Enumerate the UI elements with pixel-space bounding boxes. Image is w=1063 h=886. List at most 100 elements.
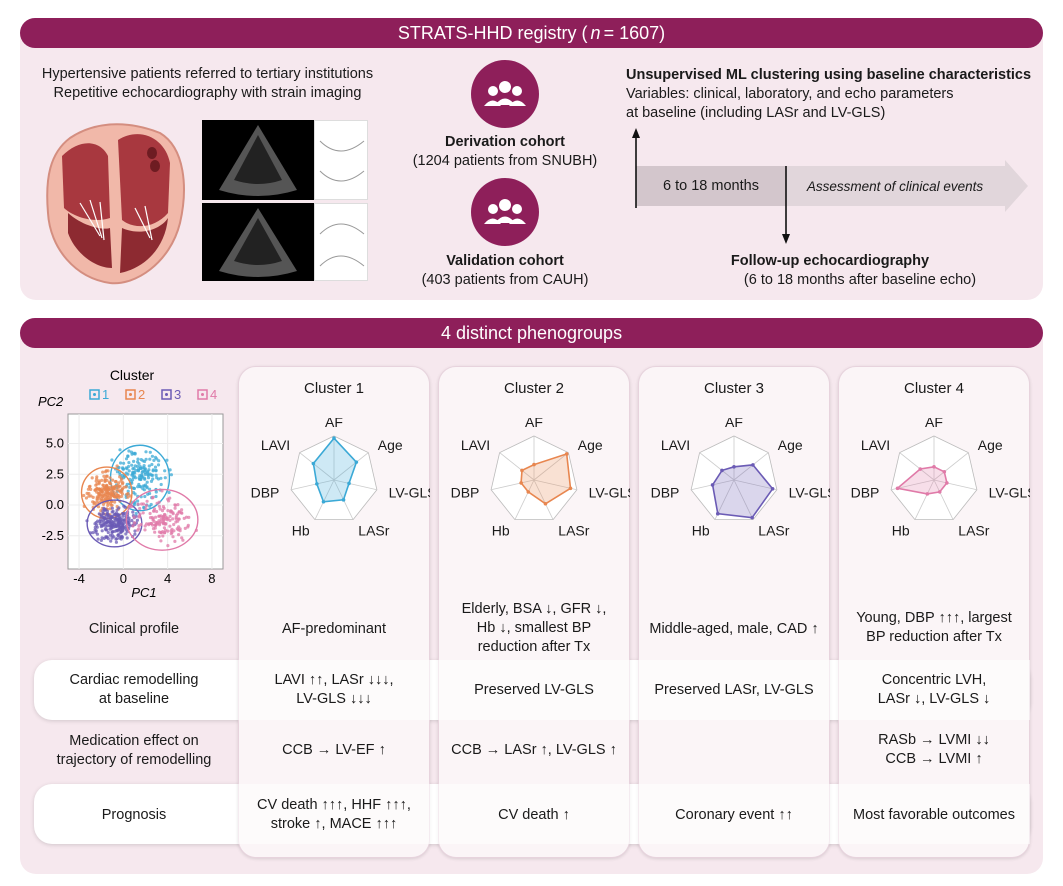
scatter-point [89,487,93,491]
cluster-4-cardiac: Concentric LVH,LASr ↓, LV-GLS ↓ [877,672,991,707]
scatter-point [151,477,155,481]
legend-label-1: 1 [102,387,109,402]
radar-data-polygon [895,465,948,495]
legend-title: Cluster [110,367,155,383]
y-tick-label: 0.0 [46,497,64,512]
scatter-point [119,537,123,541]
scatter-point [120,492,124,496]
scatter-point [154,494,158,499]
scatter-point [117,525,121,529]
scatter-point [183,526,187,530]
scatter-point [87,485,91,489]
radar-point-lavi [311,461,316,466]
scatter-point [159,476,163,480]
scatter-point [171,535,175,539]
scatter-point [106,501,110,505]
scatter-point [146,492,150,496]
scatter-point [118,518,122,523]
scatter-point [136,499,140,503]
radar-point-lavi [918,467,923,471]
legend-label-2: 2 [138,387,145,402]
scatter-point [131,490,136,495]
scatter-point [122,461,126,465]
scatter-point [173,506,177,510]
radar-data-polygon [312,436,358,503]
radar-spoke [299,452,335,481]
cluster-3-prognosis: Coronary event ↑↑ [675,806,793,823]
scatter-point [109,539,113,543]
radar-spoke [933,479,977,491]
scatter-point [137,514,141,518]
radar-spoke [499,452,535,481]
radar-point-lasr [937,490,942,494]
scatter-point [176,512,180,516]
scatter-point [91,495,95,499]
scatter-point [144,503,148,508]
scatter-point [107,480,112,484]
radar-label-hb: Hb [892,523,910,539]
echo-description: Repetitive echocardiography with strain … [53,85,362,101]
scatter-point [161,534,165,538]
scatter-point [94,530,98,534]
scatter-point [111,478,115,482]
scatter-point [124,532,128,536]
scatter-point [116,528,121,532]
scatter-point [143,484,147,488]
scatter-point [91,531,95,535]
scatter-point [117,506,121,510]
radar-point-af [732,465,736,469]
scatter-point [114,540,118,544]
scatter-point [169,473,173,477]
radar-label-lavi: LAVI [661,437,690,453]
radar-spoke [314,479,335,520]
scatter-point [96,487,100,491]
legend-dot-2 [129,393,132,396]
radar-spoke [733,479,777,491]
scatter-point [110,485,114,489]
scatter-point [172,522,176,527]
scatter-point [169,532,173,536]
scatter-point [144,450,148,454]
scatter-point [167,490,171,495]
radar-point-dbp [315,482,319,486]
radar-label-af: AF [925,418,943,430]
scatter-point [163,476,167,480]
radar-label-lv-gls: LV-GLS [589,485,630,501]
scatter-point [172,529,176,533]
scatter-point [139,458,143,462]
scatter-point [133,521,137,525]
scatter-point [137,524,141,528]
scatter-point [110,530,114,535]
cluster-3-cardiac: Preserved LASr, LV-GLS [654,681,814,698]
scatter-point [159,514,163,518]
radar-spoke [491,479,535,491]
scatter-point [109,521,113,526]
scatter-point [108,476,112,480]
scatter-point [123,505,127,509]
scatter-point [116,512,120,516]
scatter-point [106,519,111,524]
scatter-point [117,481,121,485]
echo-image-top [202,120,314,200]
scatter-point [147,464,151,468]
scatter-point [127,449,131,453]
radar-spoke [514,479,535,520]
scatter-point [123,511,127,515]
scatter-point [82,493,86,498]
scatter-point [118,475,122,479]
legend-swatch-4 [197,389,208,400]
row-label-clinical: Clinical profile [88,620,180,637]
scatter-point [99,538,103,542]
cluster-1-clinical: AF-predominant [282,620,386,637]
scatter-point [130,518,134,523]
x-tick-label: 8 [208,571,215,586]
scatter-point [110,458,114,462]
radar-label-lv-gls: LV-GLS [789,485,830,501]
scatter-point [143,494,147,499]
legend-dot-1 [93,393,96,396]
scatter-point [96,537,100,541]
scatter-point [94,520,98,525]
scatter-point [100,478,104,482]
